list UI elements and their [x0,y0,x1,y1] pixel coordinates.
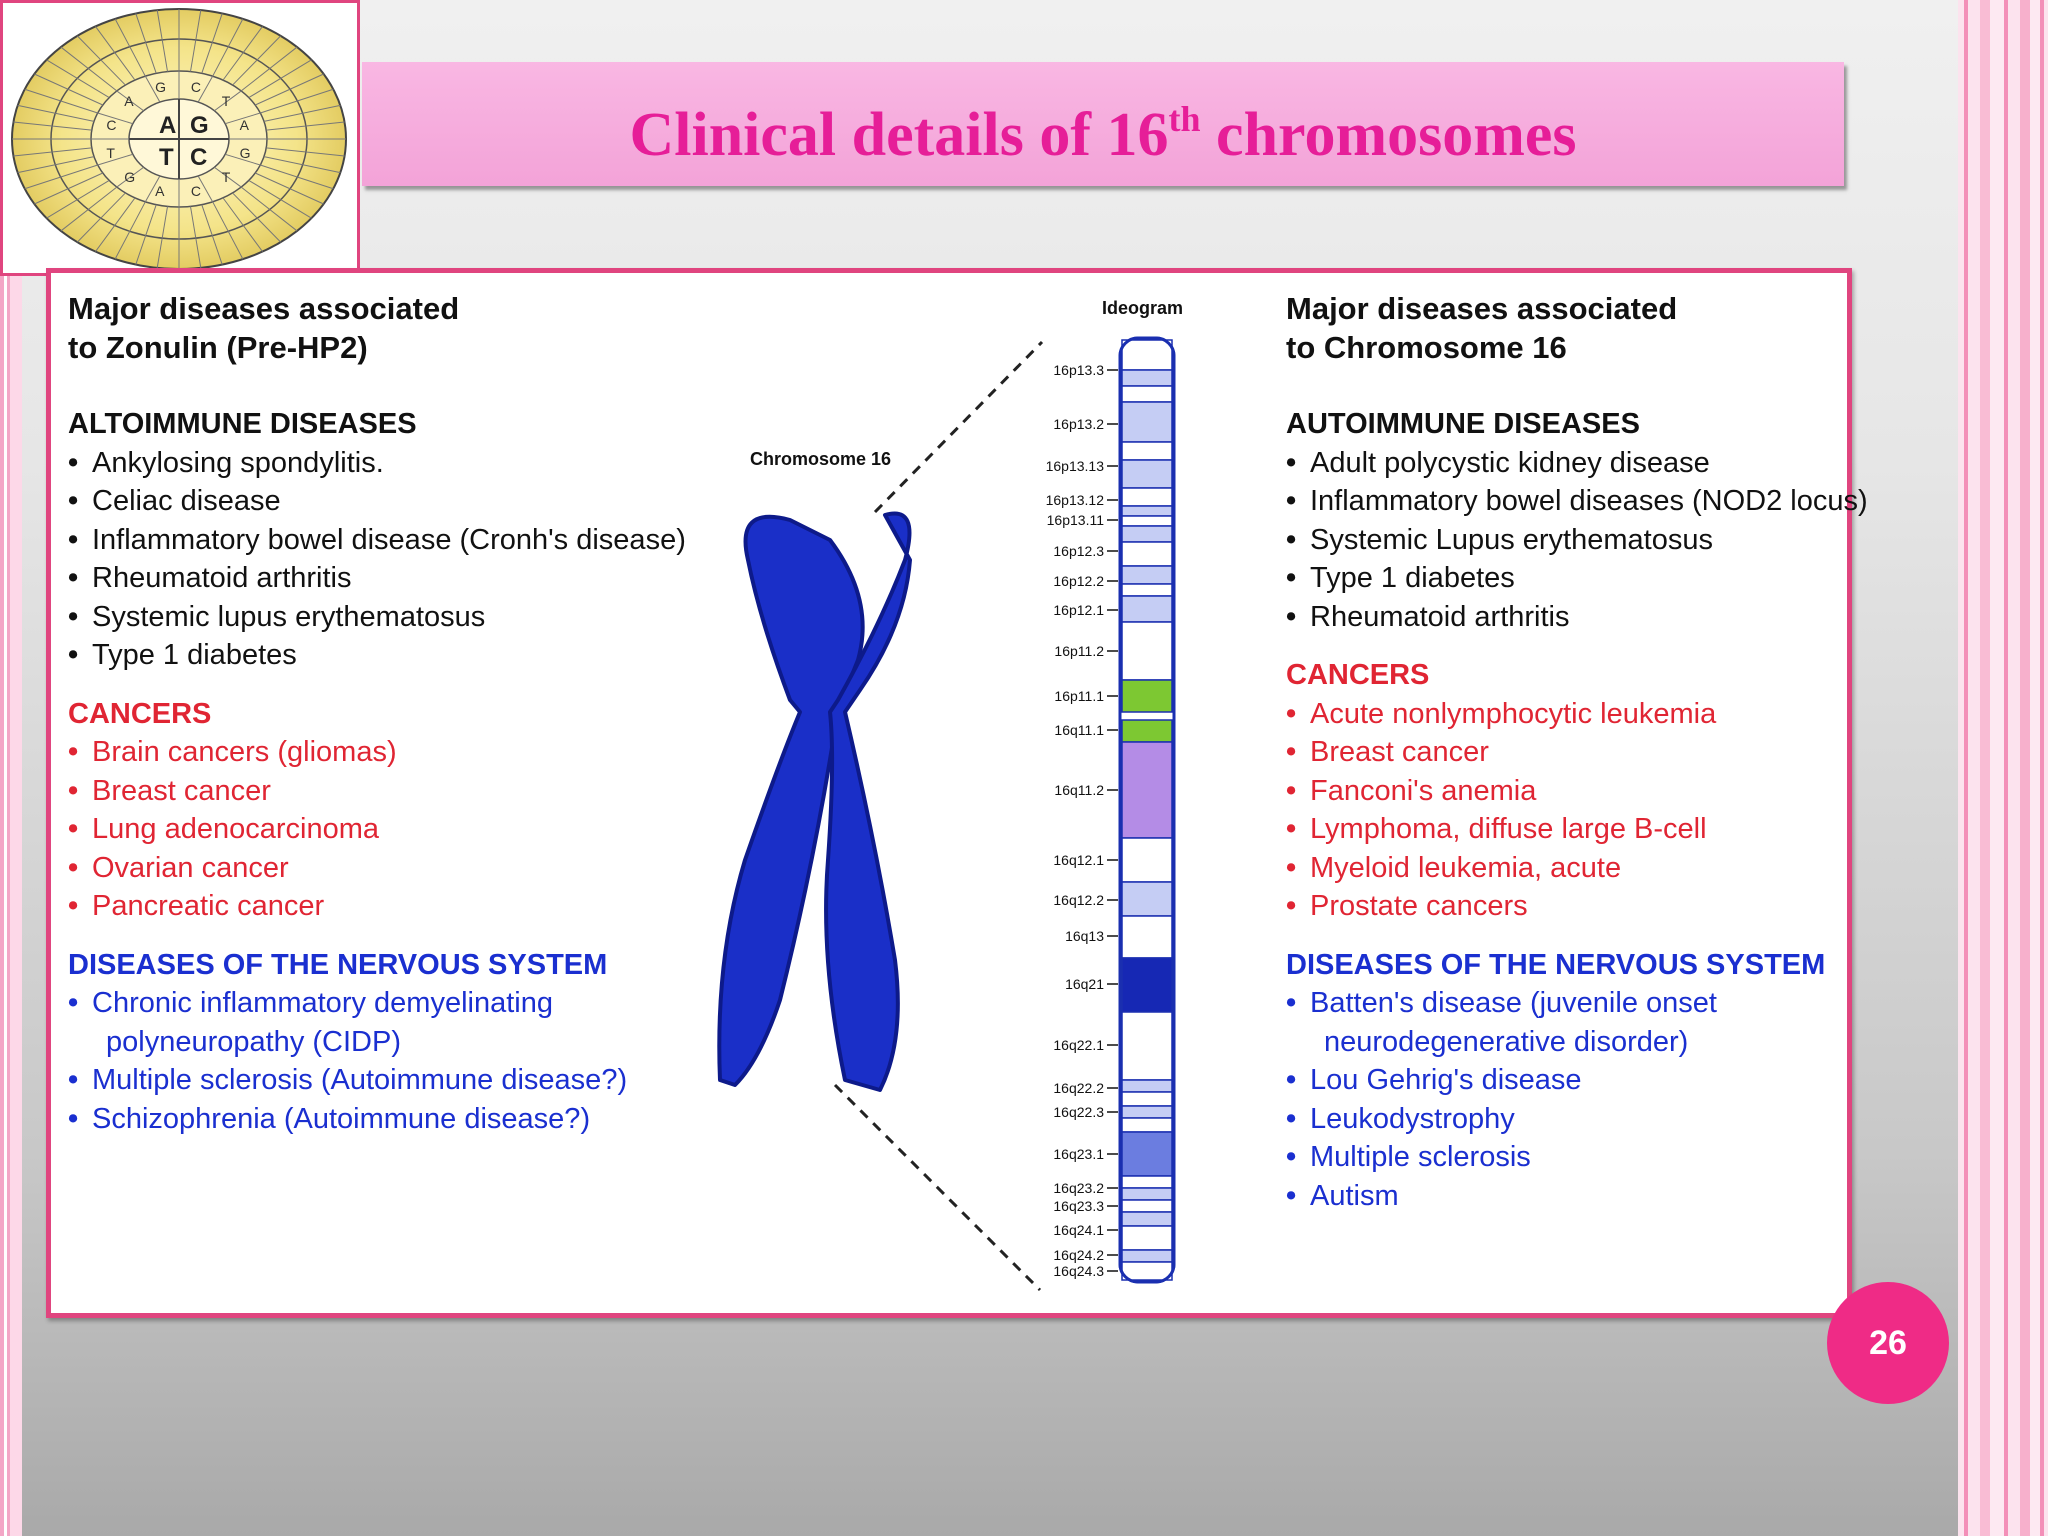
left-cancers-list: Brain cancers (gliomas) Breast cancer Lu… [68,733,686,926]
right-autoimmune-list: Adult polycystic kidney disease Inflamma… [1286,444,1868,637]
ring-letter: T [222,93,231,109]
list-item: Chronic inflammatory demyelinating [68,984,686,1023]
list-item: Pancreatic cancer [68,887,686,926]
list-item: Leukodystrophy [1286,1100,1868,1139]
list-item: Adult polycystic kidney disease [1286,444,1868,483]
right-heading-line1: Major diseases associated [1286,291,1678,326]
right-cancers-title: CANCERS [1286,659,1430,691]
letter-t: T [159,144,174,171]
ring-letter: G [155,79,166,95]
ring-letter: T [222,169,231,185]
list-item: Celiac disease [68,482,686,521]
list-item: Ankylosing spondylitis. [68,444,686,483]
letter-g: G [190,112,209,139]
right-nervous-list: Batten's disease (juvenile onset neurode… [1286,984,1868,1215]
list-item: Batten's disease (juvenile onset [1286,984,1868,1023]
left-nervous-list: Chronic inflammatory demyelinating polyn… [68,984,686,1138]
list-item: Multiple sclerosis (Autoimmune disease?) [68,1061,686,1100]
list-item: Breast cancer [68,772,686,811]
ring-letter: A [240,117,250,133]
left-heading-line1: Major diseases associated [68,291,460,326]
left-heading-line2: to Zonulin (Pre-HP2) [68,329,368,365]
list-item: Prostate cancers [1286,887,1868,926]
ideogram-label: Ideogram [1102,298,1184,318]
ring-letter: G [240,145,251,161]
left-autoimmune-title: ALTOIMMUNE DISEASES [68,408,417,440]
list-item: Autism [1286,1177,1868,1216]
slide-title: Clinical details of 16th chromosomes [629,99,1577,169]
list-item: Multiple sclerosis [1286,1138,1868,1177]
list-item: Breast cancer [1286,733,1868,772]
chromosome16-disease-list: Major diseases associated to Chromosome … [1286,290,1868,1215]
list-item: Fanconi's anemia [1286,772,1868,811]
list-item: Systemic Lupus erythematosus [1286,521,1868,560]
left-border-stripe [0,0,22,1536]
ring-letter: G [124,169,135,185]
ring-letter: C [191,183,201,199]
list-item-continuation: polyneuropathy (CIDP) [106,1025,401,1058]
ring-letter: C [106,117,116,133]
list-item: Type 1 diabetes [68,636,686,675]
list-item: Brain cancers (gliomas) [68,733,686,772]
list-item: Lymphoma, diffuse large B-cell [1286,810,1868,849]
list-item: Type 1 diabetes [1286,559,1868,598]
left-cancers-title: CANCERS [68,697,212,730]
right-nervous-title: DISEASES OF THE NERVOUS SYSTEM [1286,948,1826,981]
list-item: Schizophrenia (Autoimmune disease?) [68,1100,686,1139]
right-cancers-list: Acute nonlymphocytic leukemia Breast can… [1286,695,1868,926]
ring-letter: T [106,145,115,161]
title-banner [362,62,1844,186]
right-heading-line2: to Chromosome 16 [1286,329,1567,365]
left-autoimmune-list: Ankylosing spondylitis. Celiac disease I… [68,444,686,675]
ring-letter: A [155,183,165,199]
list-item: Rheumatoid arthritis [1286,598,1868,637]
list-item: Systemic lupus erythematosus [68,598,686,637]
ring-letter: A [124,93,134,109]
chromosome-label: Chromosome 16 [750,449,892,469]
list-item: Rheumatoid arthritis [68,559,686,598]
zonulin-disease-list: Major diseases associated to Zonulin (Pr… [68,290,686,1138]
ring-letter: C [191,79,201,95]
list-item: Acute nonlymphocytic leukemia [1286,695,1868,734]
list-item: Lou Gehrig's disease [1286,1061,1868,1100]
list-item: Ovarian cancer [68,849,686,888]
right-autoimmune-title: AUTOIMMUNE DISEASES [1286,408,1640,440]
list-item: Inflammatory bowel diseases (NOD2 locus) [1286,482,1868,521]
letter-a: A [159,112,176,139]
page-number-badge: 26 [1827,1282,1949,1404]
right-border-stripes [1958,0,2048,1536]
letter-c: C [190,144,207,171]
list-item-continuation: neurodegenerative disorder) [1324,1025,1689,1058]
left-nervous-title: DISEASES OF THE NERVOUS SYSTEM [68,948,608,981]
list-item: Inflammatory bowel disease (Cronh's dise… [68,521,686,560]
list-item: Myeloid leukemia, acute [1286,849,1868,888]
list-item: Lung adenocarcinoma [68,810,686,849]
